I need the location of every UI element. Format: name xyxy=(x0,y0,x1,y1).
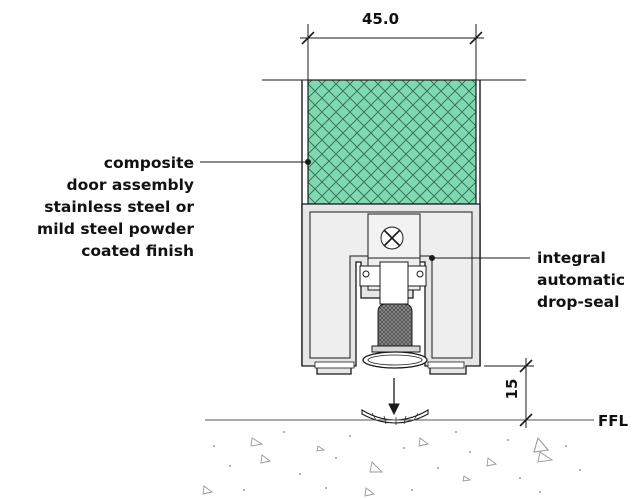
callout-line: drop-seal xyxy=(537,293,620,311)
composite-door-callout: composite door assembly stainless steel … xyxy=(37,152,194,262)
callout-line: mild steel powder xyxy=(37,220,194,238)
callout-line: coated finish xyxy=(81,242,194,260)
callout-leaders xyxy=(200,159,530,261)
callout-line: integral xyxy=(537,249,606,267)
drop-arrow xyxy=(361,378,429,425)
callout-line: stainless steel or xyxy=(44,198,194,216)
concrete-floor-texture xyxy=(202,436,554,497)
concrete-floor-dots xyxy=(213,431,581,493)
drop-seal-callout: integral automatic drop-seal xyxy=(537,247,625,313)
width-dimension-label: 45.0 xyxy=(362,10,400,28)
height-dimension-label: 15 xyxy=(503,378,521,400)
callout-line: door assembly xyxy=(66,176,194,194)
height-dimension xyxy=(484,358,534,428)
width-dimension xyxy=(300,24,484,82)
composite-core xyxy=(307,79,477,205)
callout-line: composite xyxy=(103,154,194,172)
floor-level-label: FFL xyxy=(598,412,629,430)
bulb-seal xyxy=(362,351,428,369)
drop-seal-mechanism xyxy=(359,213,427,353)
callout-line: automatic xyxy=(537,271,626,289)
